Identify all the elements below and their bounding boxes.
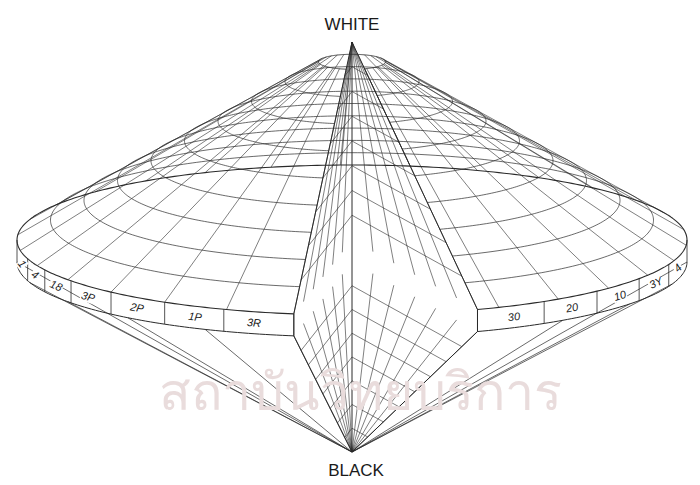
upper-cone-radial (385, 62, 686, 245)
upper-cone-radial (95, 57, 326, 192)
upper-cone-radial (68, 66, 324, 280)
upper-cone-ring (118, 128, 587, 232)
section-grid (333, 42, 352, 265)
upper-cone-radial (165, 68, 334, 302)
upper-cone-radial (365, 69, 478, 310)
pole-label: WHITE (324, 16, 381, 33)
white-cap (319, 54, 386, 69)
upper-cone-radial (380, 58, 636, 200)
band-divider (111, 292, 112, 314)
upper-cone-radial (20, 63, 319, 251)
upper-cone-radial (365, 55, 478, 171)
upper-cone-radial (56, 58, 322, 205)
upper-cone-radial (383, 59, 666, 214)
band-divider (223, 309, 224, 331)
band-divider (477, 310, 478, 332)
pole-label: BLACK (327, 462, 385, 479)
upper-cone-ring (17, 165, 687, 314)
upper-cone-radial (340, 54, 351, 165)
band-divider (71, 281, 72, 303)
upper-cone-radial (382, 65, 648, 275)
band-divider (687, 240, 688, 262)
hue-label: 30 (507, 310, 522, 323)
section-grid (352, 42, 436, 286)
upper-cone-radial (146, 56, 332, 181)
hue-label: 18 (48, 278, 65, 294)
band-divider (597, 291, 598, 313)
band-divider (17, 240, 18, 262)
upper-cone-radial (378, 67, 609, 289)
band-divider (44, 270, 45, 292)
upper-cone-radial (37, 64, 320, 265)
hue-label: 4 (29, 269, 42, 283)
upper-cone-ring (84, 140, 620, 259)
upper-cone-radial (294, 69, 346, 314)
band-divider (639, 279, 640, 301)
section-grid (352, 274, 373, 452)
upper-cone-radial (385, 61, 684, 230)
band-bottom-edge (477, 262, 687, 332)
upper-cone-radial (205, 55, 337, 173)
hue-label: 3Y (646, 274, 665, 291)
hue-label: 3R (246, 317, 263, 329)
upper-cone-radial (373, 68, 559, 299)
upper-cone-radial (111, 67, 328, 292)
band-divider (544, 301, 545, 323)
lower-cone-line (17, 262, 352, 452)
upper-cone-radial (18, 61, 319, 234)
hue-label: 2P (128, 302, 145, 316)
band-divider (164, 302, 165, 324)
hue-label: 10 (611, 289, 628, 304)
hue-label: 1P (186, 311, 203, 324)
upper-cone-radial (367, 69, 499, 308)
upper-cone-radial (384, 64, 674, 261)
watermark: สถาบันวิทยบริการ (159, 366, 562, 418)
section-grid (352, 42, 457, 298)
upper-cone-ring (51, 153, 654, 287)
hue-label: 3P (79, 290, 97, 305)
lower-cone-line (352, 262, 687, 452)
hue-label: 20 (564, 301, 580, 315)
band-divider (293, 314, 294, 336)
band-divider (668, 264, 669, 286)
upper-cone-radial (271, 55, 344, 168)
section-grid (323, 42, 352, 277)
upper-cone-radial (371, 56, 540, 178)
band-bottom-edge (17, 262, 294, 336)
section-grid (352, 42, 415, 275)
